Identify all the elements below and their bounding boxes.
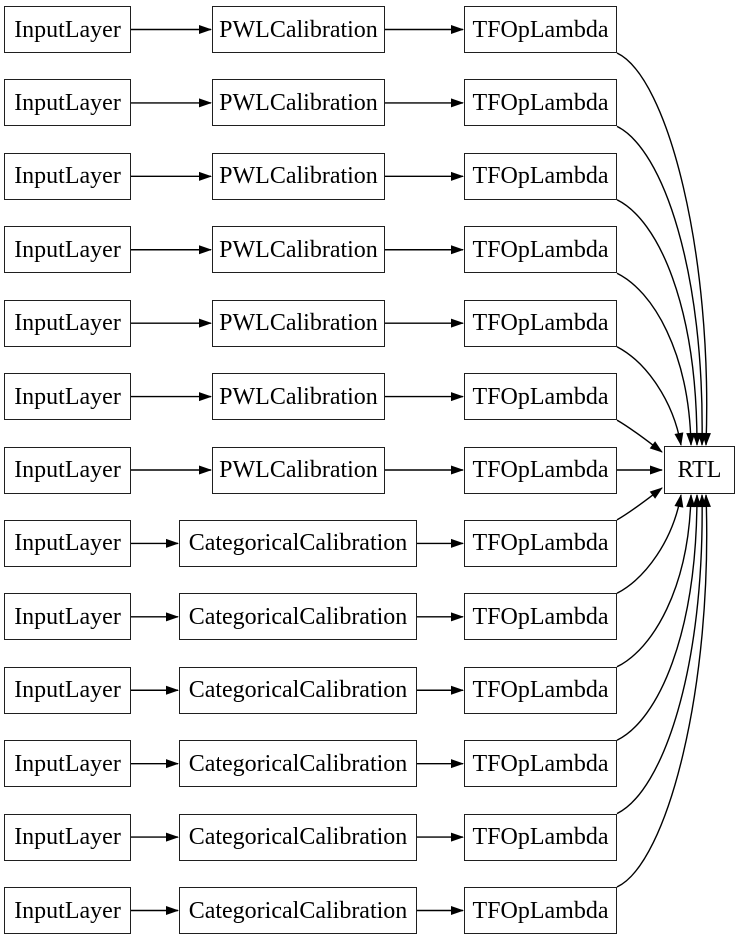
- tfop-lambda-node: TFOpLambda: [464, 519, 617, 567]
- edge-lambda-to-rtl-row-10: [616, 494, 696, 668]
- tfop-lambda-node: TFOpLambda: [464, 299, 617, 347]
- tfop-lambda-node: TFOpLambda: [464, 446, 617, 494]
- input-layer-node: InputLayer: [4, 666, 131, 714]
- edge-lambda-to-rtl-row-4: [616, 272, 696, 446]
- edge-lambda-to-rtl-row-9: [616, 494, 684, 594]
- pwl-calibration-node: PWLCalibration: [212, 79, 385, 127]
- input-layer-node: InputLayer: [4, 813, 131, 861]
- categorical-calibration-node: CategoricalCalibration: [179, 813, 417, 861]
- input-layer-node: InputLayer: [4, 373, 131, 421]
- tfop-lambda-node: TFOpLambda: [464, 813, 617, 861]
- pwl-calibration-node: PWLCalibration: [212, 373, 385, 421]
- edge-lambda-to-rtl-row-5: [616, 346, 684, 446]
- categorical-calibration-node: CategoricalCalibration: [179, 887, 417, 934]
- input-layer-node: InputLayer: [4, 6, 131, 53]
- pwl-calibration-node: PWLCalibration: [212, 446, 385, 494]
- input-layer-node: InputLayer: [4, 740, 131, 788]
- tfop-lambda-node: TFOpLambda: [464, 887, 617, 934]
- tfop-lambda-node: TFOpLambda: [464, 6, 617, 53]
- input-layer-node: InputLayer: [4, 446, 131, 494]
- rtl-node: RTL: [664, 446, 735, 494]
- input-layer-node: InputLayer: [4, 226, 131, 274]
- pwl-calibration-node: PWLCalibration: [212, 152, 385, 200]
- edge-lambda-to-rtl-row-8: [616, 487, 663, 521]
- pwl-calibration-node: PWLCalibration: [212, 6, 385, 53]
- tfop-lambda-node: TFOpLambda: [464, 152, 617, 200]
- input-layer-node: InputLayer: [4, 79, 131, 127]
- tfop-lambda-node: TFOpLambda: [464, 373, 617, 421]
- categorical-calibration-node: CategoricalCalibration: [179, 666, 417, 714]
- input-layer-node: InputLayer: [4, 299, 131, 347]
- pwl-calibration-node: PWLCalibration: [212, 299, 385, 347]
- tfop-lambda-node: TFOpLambda: [464, 79, 617, 127]
- input-layer-node: InputLayer: [4, 152, 131, 200]
- tfop-lambda-node: TFOpLambda: [464, 226, 617, 274]
- tfop-lambda-node: TFOpLambda: [464, 666, 617, 714]
- tfop-lambda-node: TFOpLambda: [464, 740, 617, 788]
- input-layer-node: InputLayer: [4, 887, 131, 934]
- pwl-calibration-node: PWLCalibration: [212, 226, 385, 274]
- edge-lambda-to-rtl-row-2: [616, 125, 707, 446]
- edge-lambda-to-rtl-row-1: [616, 52, 711, 446]
- edge-lambda-to-rtl-row-3: [616, 199, 702, 446]
- categorical-calibration-node: CategoricalCalibration: [179, 593, 417, 641]
- tfop-lambda-node: TFOpLambda: [464, 593, 617, 641]
- edge-lambda-to-rtl-row-12: [616, 494, 707, 815]
- categorical-calibration-node: CategoricalCalibration: [179, 740, 417, 788]
- input-layer-node: InputLayer: [4, 593, 131, 641]
- edge-lambda-to-rtl-row-6: [616, 419, 663, 453]
- edge-lambda-to-rtl-row-11: [616, 494, 702, 741]
- input-layer-node: InputLayer: [4, 519, 131, 567]
- categorical-calibration-node: CategoricalCalibration: [179, 519, 417, 567]
- edge-lambda-to-rtl-row-13: [616, 494, 711, 888]
